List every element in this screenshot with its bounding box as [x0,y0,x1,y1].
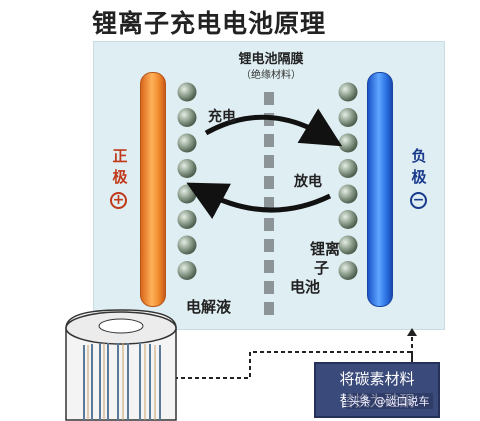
callout-line-1: 将碳素材料 [339,370,415,388]
lithium-ion-sphere [338,82,358,102]
positive-label: 正 极 [110,146,130,188]
lithium-ion-sphere [338,235,358,255]
electrolyte-label: 电解液 [186,298,232,316]
positive-electrode [140,72,166,307]
lithium-ion-sphere [338,184,358,204]
minus-icon: − [410,192,427,209]
page-title: 锂离子充电电池原理 [92,9,327,38]
lithium-ion-sphere [177,261,197,280]
charge-arrow [204,108,343,147]
ion-column-right [338,82,358,280]
lithium-ion-sphere [338,261,358,280]
lithium-ion-sphere [177,108,197,127]
lithium-ion-sphere [177,82,197,102]
lithium-ion-sphere [177,235,197,255]
cylinder-battery-illustration [65,309,177,421]
ion-column-left [177,82,197,280]
discharge-arrow [186,182,332,220]
cell-label-line-3: 电池 [290,278,321,296]
lithium-ion-sphere [177,210,197,229]
cell-label: 锂离 子 电池 [290,240,340,297]
callout-box: 将碳素材料 替换为硅酮 [314,362,440,418]
lithium-ion-sphere [177,133,197,153]
cell-label-line-1: 锂离 [310,240,341,258]
negative-electrode [367,72,393,307]
negative-label-char-2: 极 [411,168,427,186]
positive-label-char-1: 正 [112,147,128,165]
watermark: 头条 @谈口说车 [346,393,433,409]
zoom-connector [167,351,413,379]
lithium-ion-sphere [338,108,358,127]
negative-label-char-1: 负 [411,147,427,165]
lithium-ion-sphere [177,184,197,204]
positive-label-char-2: 极 [112,168,128,186]
lithium-ion-sphere [338,159,358,178]
negative-label: 负 极 [409,146,429,188]
separator-label: 锂电池隔膜 [238,52,304,67]
plus-icon: + [110,192,127,209]
lithium-ion-sphere [338,210,358,229]
lithium-ion-sphere [338,133,358,153]
lithium-ion-sphere [177,159,197,178]
separator-sublabel: （绝缘材料） [241,70,301,81]
charge-label: 充电 [208,109,236,125]
discharge-label: 放电 [294,174,322,190]
cell-label-line-2: 子 [314,259,330,277]
